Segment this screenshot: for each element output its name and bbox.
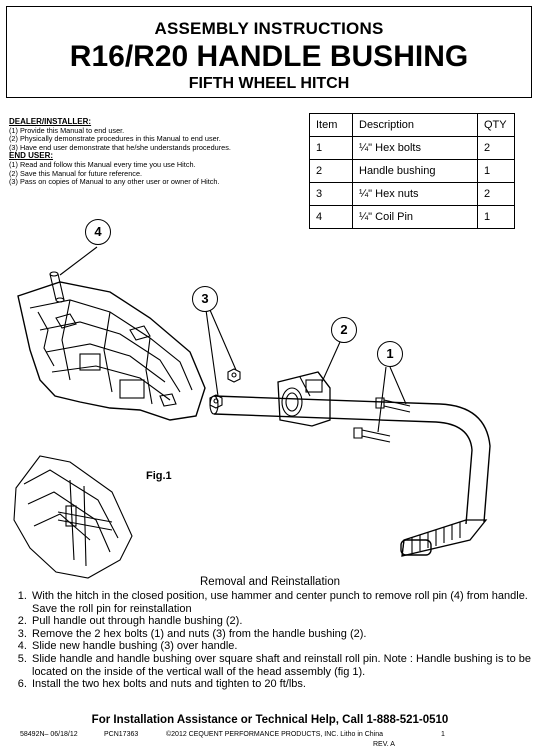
table-cell: 1 — [309, 136, 353, 160]
user-instructions: DEALER/INSTALLER: (1) Provide this Manua… — [9, 117, 309, 187]
end-user-title: END USER: — [9, 151, 54, 161]
table-cell: 4 — [309, 205, 353, 229]
step-item: Slide new handle bushing (3) over handle… — [30, 640, 540, 653]
callout-item-2: 2 — [331, 317, 357, 343]
table-cell: 2 — [477, 182, 515, 206]
step-item: Slide handle and handle bushing over squ… — [30, 653, 540, 678]
table-cell: 2 — [309, 159, 353, 183]
callout-item-1: 1 — [377, 341, 403, 367]
table-cell: ¼" Hex bolts — [352, 136, 478, 160]
product-title: R16/R20 HANDLE BUSHING — [69, 40, 469, 73]
step-item: Install the two hex bolts and nuts and t… — [30, 678, 540, 691]
table-cell: Handle bushing — [352, 159, 478, 183]
section-title: Removal and Reinstallation — [200, 576, 340, 588]
dealer-item: (3) Have end user demonstrate that he/sh… — [9, 142, 231, 152]
callout-item-4: 4 — [85, 219, 111, 245]
column-header: Item — [309, 113, 353, 137]
table-row: 1 ¼" Hex bolts 2 — [309, 136, 515, 160]
table-cell: 1 — [477, 159, 515, 183]
hex-bolt-illustration — [375, 397, 411, 413]
parts-table-header: Item Description QTY — [309, 113, 515, 137]
handle-bushing-illustration — [277, 371, 331, 427]
table-cell: 3 — [309, 182, 353, 206]
table-row: 4 ¼" Coil Pin 1 — [309, 205, 515, 229]
dealer-title: DEALER/INSTALLER: — [9, 117, 92, 126]
column-header: Description — [352, 113, 478, 137]
fig1-detail-illustration — [13, 455, 133, 579]
table-cell: ¼" Hex nuts — [352, 182, 478, 206]
footer-pcn: PCN17363 — [104, 731, 139, 738]
help-line: For Installation Assistance or Technical… — [91, 714, 449, 726]
leader-line — [377, 366, 407, 433]
roll-pin-illustration — [49, 271, 65, 303]
leader-line — [321, 341, 341, 383]
footer-copyright: ©2012 CEQUENT PERFORMANCE PRODUCTS, INC.… — [166, 731, 384, 738]
handle-illustration — [209, 395, 491, 557]
instruction-steps: With the hitch in the closed position, u… — [8, 590, 540, 691]
step-item: Pull handle out through handle bushing (… — [30, 615, 540, 628]
hitch-head-illustration — [17, 281, 206, 421]
callout-item-3: 3 — [192, 286, 218, 312]
table-row: 2 Handle bushing 1 — [309, 159, 515, 183]
exploded-assembly-drawing — [13, 246, 491, 579]
end-user-item: (1) Read and follow this Manual every ti… — [9, 159, 196, 169]
footer-page-number: 1 — [441, 731, 445, 738]
footer-revision: REV. A — [373, 741, 395, 748]
doc-type-title: ASSEMBLY INSTRUCTIONS — [154, 19, 384, 38]
table-cell: 2 — [477, 136, 515, 160]
leader-line — [59, 246, 98, 276]
product-subtitle: FIFTH WHEEL HITCH — [188, 75, 350, 92]
table-row: 3 ¼" Hex nuts 2 — [309, 182, 515, 206]
hex-nut-illustration — [227, 368, 241, 383]
table-cell: 1 — [477, 205, 515, 229]
step-item: Remove the 2 hex bolts (1) and nuts (3) … — [30, 628, 540, 641]
parts-table: Item Description QTY 1 ¼" Hex bolts 2 2 … — [309, 113, 515, 229]
figure-label: Fig.1 — [146, 470, 172, 482]
footer-doc-number: 58492N– 06/18/12 — [20, 731, 78, 738]
end-user-item: (2) Save this Manual for future referenc… — [9, 168, 143, 178]
hex-bolt-illustration — [353, 427, 391, 443]
title-block: ASSEMBLY INSTRUCTIONS R16/R20 HANDLE BUS… — [6, 6, 532, 98]
column-header: QTY — [477, 113, 515, 137]
table-cell: ¼" Coil Pin — [352, 205, 478, 229]
leader-line — [205, 309, 237, 397]
dealer-item: (1) Provide this Manual to end user. — [9, 125, 125, 135]
step-item: With the hitch in the closed position, u… — [30, 590, 540, 615]
dealer-item: (2) Physically demonstrate procedures in… — [9, 134, 221, 144]
end-user-item: (3) Pass on copies of Manual to any othe… — [9, 177, 220, 187]
